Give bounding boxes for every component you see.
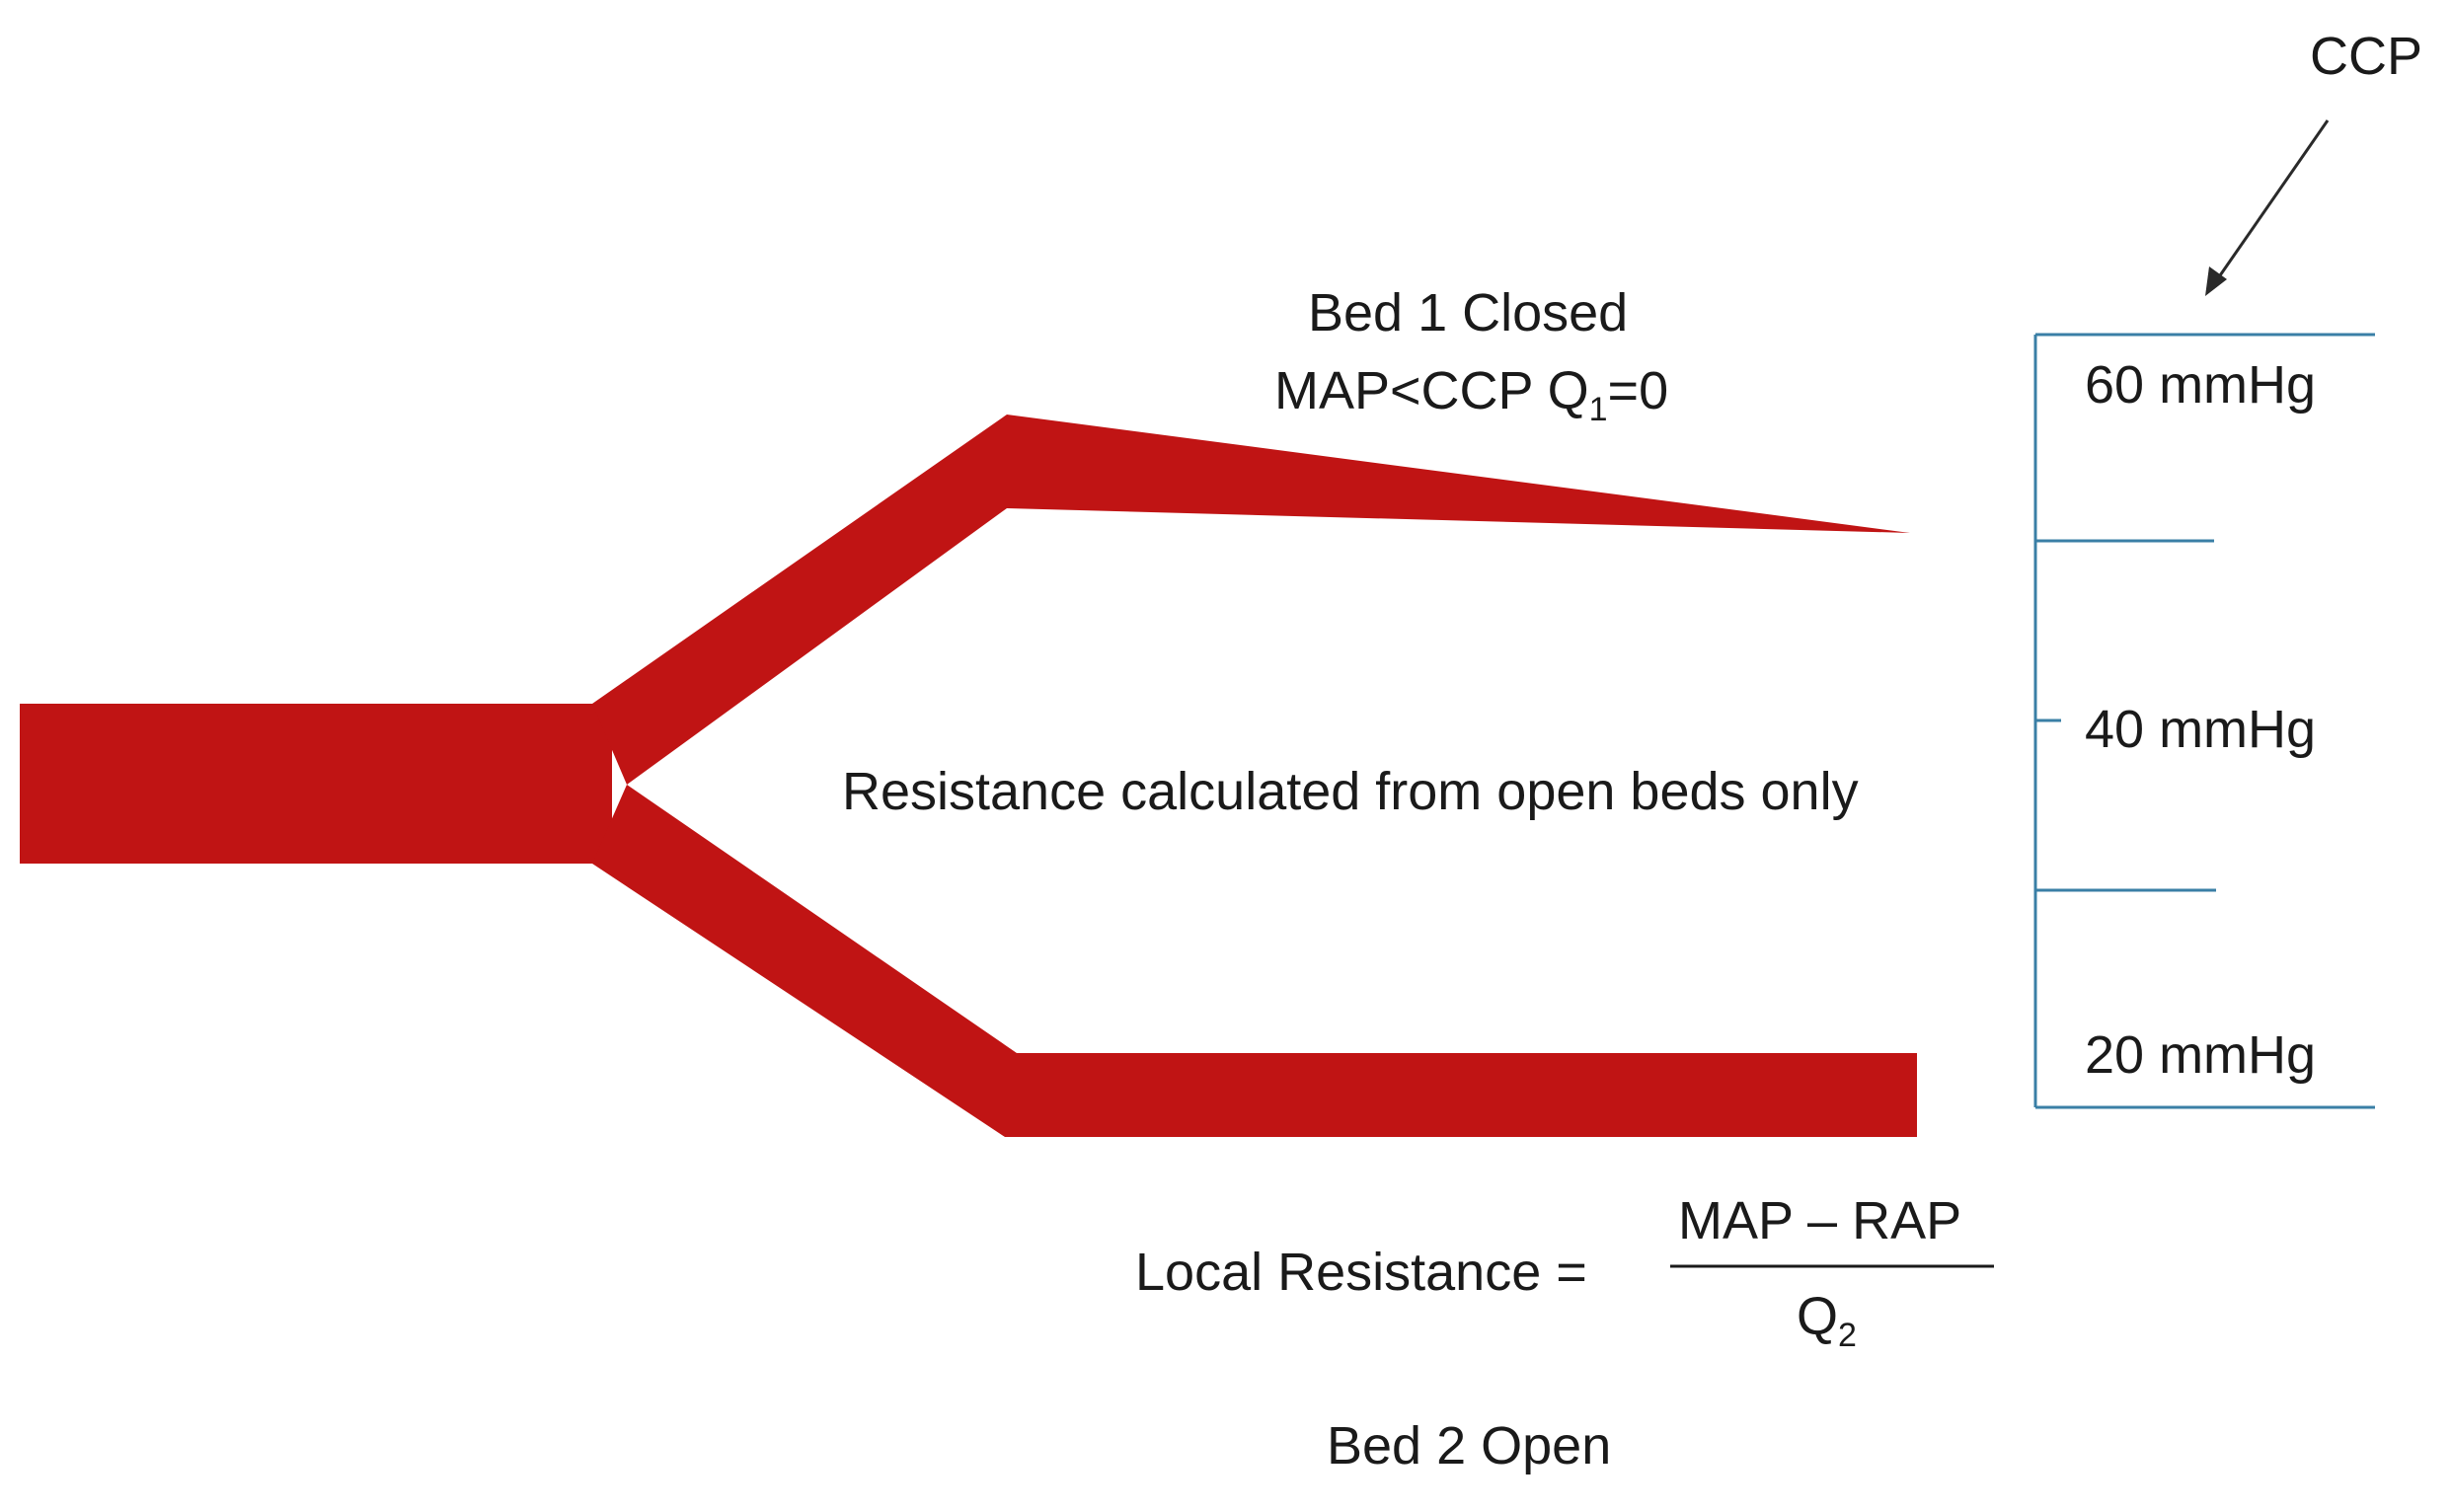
ccp-label: CCP bbox=[2310, 27, 2422, 86]
ccp-arrow-head bbox=[2205, 266, 2227, 296]
formula-denominator-subscript: 2 bbox=[1838, 1317, 1857, 1354]
local-resistance-label: Local Resistance = bbox=[1135, 1243, 1587, 1302]
formula-denominator-main: Q bbox=[1797, 1287, 1838, 1346]
scale-label-60: 60 mmHg bbox=[2085, 355, 2316, 415]
bed1-condition-tail: =0 bbox=[1608, 361, 1669, 420]
bed1-title: Bed 1 Closed bbox=[1308, 283, 1628, 342]
formula-denominator: Q2 bbox=[1797, 1287, 1857, 1354]
bed2-open-branch bbox=[592, 785, 1917, 1137]
pressure-scale bbox=[2033, 333, 2375, 1109]
resistance-note: Resistance calculated from open beds onl… bbox=[842, 762, 1859, 821]
bed1-condition: MAP<CCP Q1=0 bbox=[1274, 361, 1668, 428]
formula-numerator: MAP – RAP bbox=[1678, 1191, 1961, 1250]
vessel-tree bbox=[20, 415, 1917, 1137]
bed1-closed-branch bbox=[592, 415, 1910, 785]
ccp-arrow-shaft bbox=[2216, 119, 2330, 279]
scale-label-20: 20 mmHg bbox=[2085, 1025, 2316, 1085]
bed2-title: Bed 2 Open bbox=[1327, 1416, 1611, 1475]
bed1-condition-subscript: 1 bbox=[1589, 391, 1608, 428]
bed1-condition-main: MAP<CCP Q bbox=[1274, 361, 1589, 420]
main-vessel bbox=[20, 704, 612, 864]
scale-label-40: 40 mmHg bbox=[2085, 700, 2316, 759]
